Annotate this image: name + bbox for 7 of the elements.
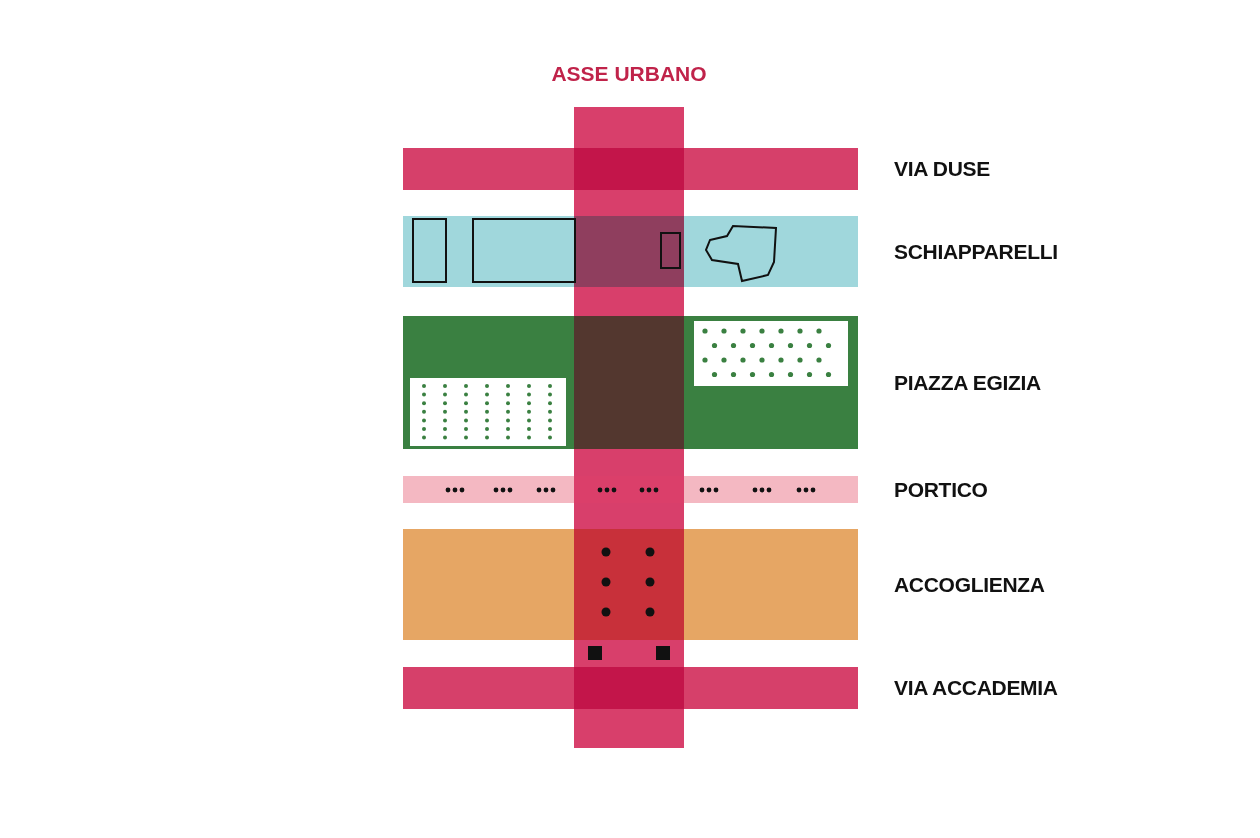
band-label: ACCOGLIENZA: [894, 572, 1045, 597]
band-label: VIA ACCADEMIA: [894, 676, 1058, 700]
band-label: SCHIAPPARELLI: [894, 239, 1058, 264]
band-label: PORTICO: [894, 477, 988, 502]
band-label: PIAZZA EGIZIA: [894, 370, 1041, 395]
band-label: VIA DUSE: [894, 157, 990, 181]
axis-title: ASSE URBANO: [550, 62, 708, 86]
